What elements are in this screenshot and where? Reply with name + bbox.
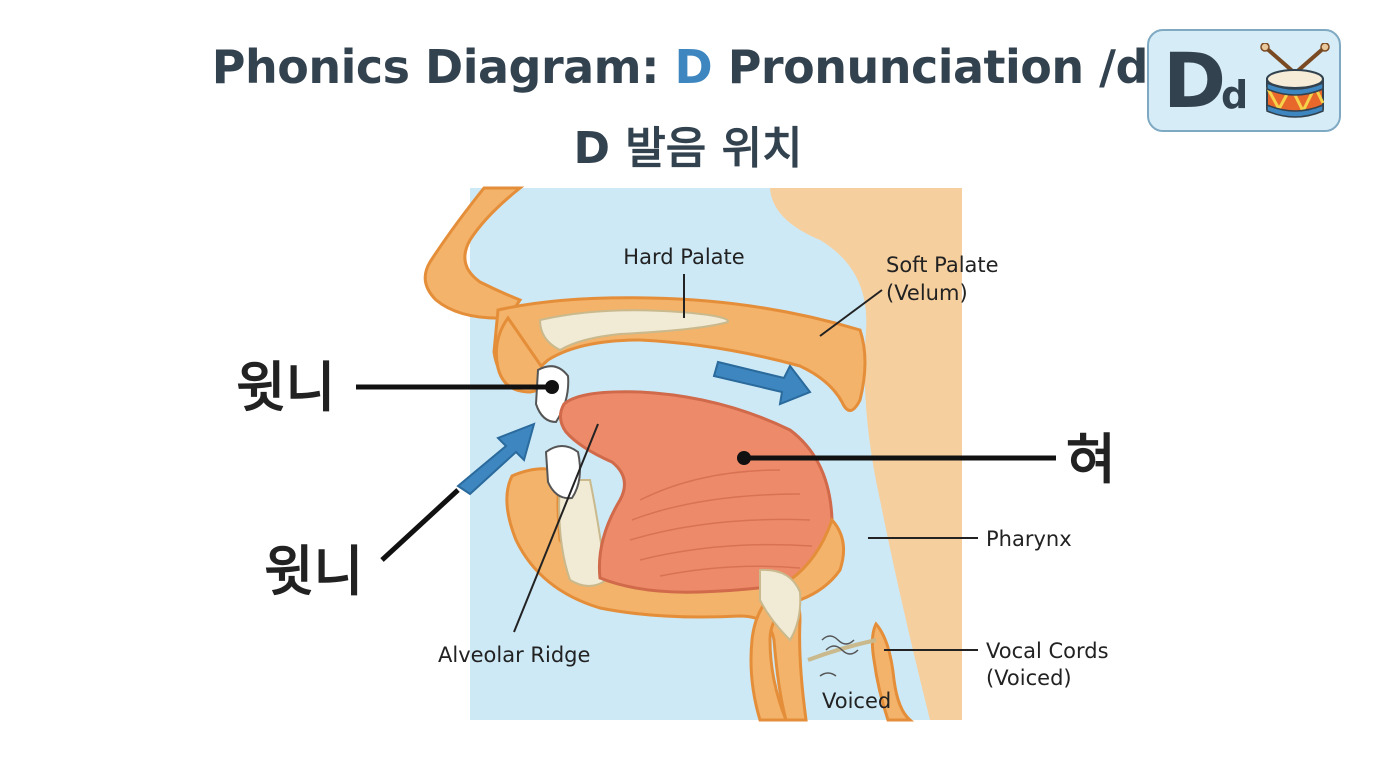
vocal-cords-label: Vocal Cords [986, 639, 1109, 663]
velum-label: (Velum) [886, 281, 968, 305]
tongue [559, 390, 834, 594]
alveolar-ridge-leader [513, 423, 599, 633]
jaw-bone [558, 479, 608, 587]
voiced-label: Voiced [822, 689, 891, 713]
vocal-cords-voiced-label: (Voiced) [986, 666, 1072, 690]
upper-teeth-label: 윗니 [236, 356, 335, 419]
soft-palate-label: Soft Palate [886, 253, 999, 277]
badge-lowercase-letter: d [1221, 73, 1249, 117]
lower-tooth [544, 445, 581, 500]
hard-palate-bone [538, 309, 729, 352]
tongue-dot [737, 451, 751, 465]
airflow-arrow-back [712, 360, 812, 406]
upper-teeth-dot [545, 380, 559, 394]
title-prefix: Phonics Diagram: [211, 40, 675, 94]
soft-palate-leader [819, 289, 883, 337]
page-title: Phonics Diagram: D Pronunciation /d/ [0, 40, 1376, 94]
tongue-texture [629, 469, 813, 577]
page-subtitle: D 발음 위치 [573, 123, 803, 174]
drum-icon [1260, 43, 1330, 118]
lower-teeth-leader [380, 488, 460, 562]
title-suffix: Pronunciation /d/ [712, 40, 1165, 94]
airflow-arrow-front [456, 422, 536, 496]
pharynx-label: Pharynx [986, 527, 1072, 551]
head-skin [770, 188, 962, 720]
lower-teeth-label: 윗니 [264, 540, 363, 603]
tongue-label: 혀 [1066, 428, 1116, 491]
alveolar-ridge-label: Alveolar Ridge [438, 643, 590, 667]
hyoid-bone [759, 568, 802, 642]
vocal-cords [870, 621, 915, 722]
badge-uppercase-letter: D [1163, 36, 1227, 125]
letter-badge: D d [1147, 29, 1341, 132]
lower-jaw [505, 467, 808, 722]
hard-palate-label: Hard Palate [623, 245, 744, 269]
vibration-marks [819, 635, 859, 677]
title-letter: D [674, 40, 713, 94]
